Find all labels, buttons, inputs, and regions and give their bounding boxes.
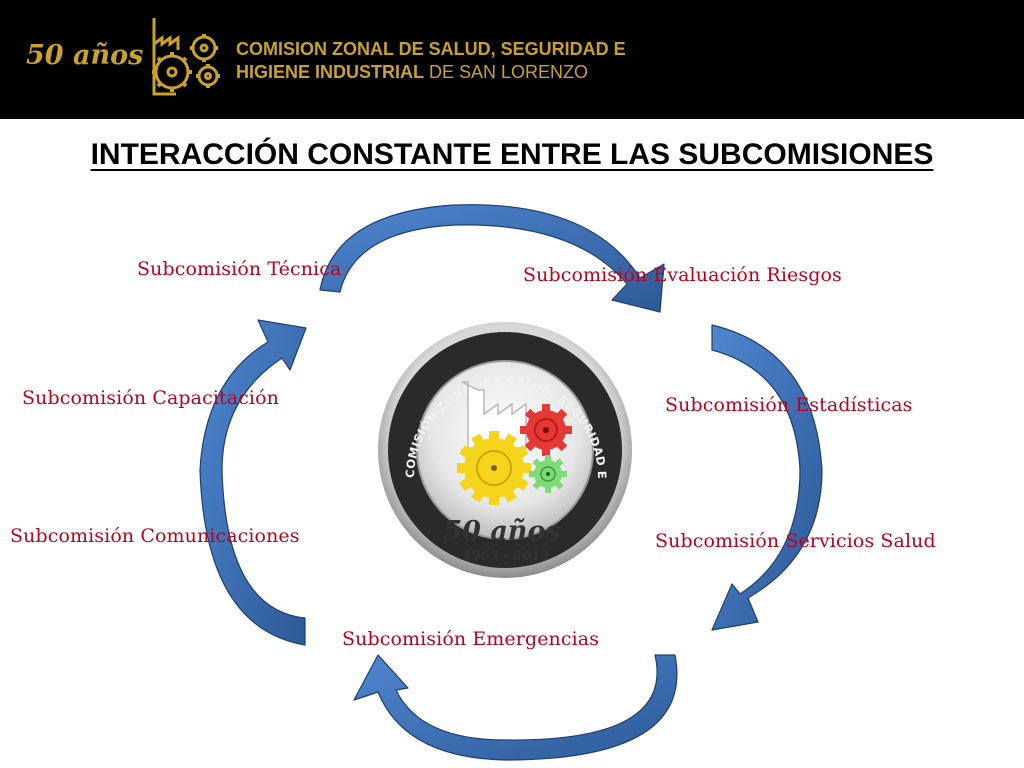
label-subcomision-emergencias: Subcomisión Emergencias: [342, 628, 600, 650]
slide-title: INTERACCIÓN CONSTANTE ENTRE LAS SUBCOMIS…: [90, 138, 934, 171]
arrow-top: [319, 204, 665, 313]
org-name-line2-rest: DE SAN LORENZO: [424, 62, 589, 82]
arrow-bottom: [353, 654, 678, 761]
label-subcomision-estadisticas: Subcomisión Estadísticas: [665, 394, 913, 416]
org-name-line2-bold: HIGIENE INDUSTRIAL: [236, 62, 425, 82]
anniversary-label: 50 años: [26, 40, 144, 71]
emblem-anniversary: 50 años: [443, 516, 560, 547]
label-subcomision-capacitacion: Subcomisión Capacitación: [22, 387, 279, 409]
factory-gears-icon: [152, 18, 220, 96]
factory-gears-emblem-icon: COMISIÓN ZONAL DE SALUD, SEGURIDAD E HIG…: [376, 318, 632, 578]
organization-name: COMISION ZONAL DE SALUD, SEGURIDAD E HIG…: [236, 38, 626, 84]
arrow-left: [199, 319, 307, 646]
header-banner: 50 años COMISION ZONAL DE SALUD, SEGURID…: [0, 0, 1024, 119]
label-subcomision-evaluacion-riesgos: Subcomisión Evaluación Riesgos: [523, 264, 842, 286]
emblem-years: 1963 - 2013: [463, 549, 550, 564]
label-subcomision-tecnica: Subcomisión Técnica: [137, 258, 342, 280]
org-name-line1: COMISION ZONAL DE SALUD, SEGURIDAD E: [236, 39, 626, 59]
label-subcomision-servicios-salud: Subcomisión Servicios Salud: [655, 530, 936, 552]
arrow-right: [711, 324, 823, 631]
label-subcomision-comunicaciones: Subcomisión Comunicaciones: [10, 525, 300, 547]
